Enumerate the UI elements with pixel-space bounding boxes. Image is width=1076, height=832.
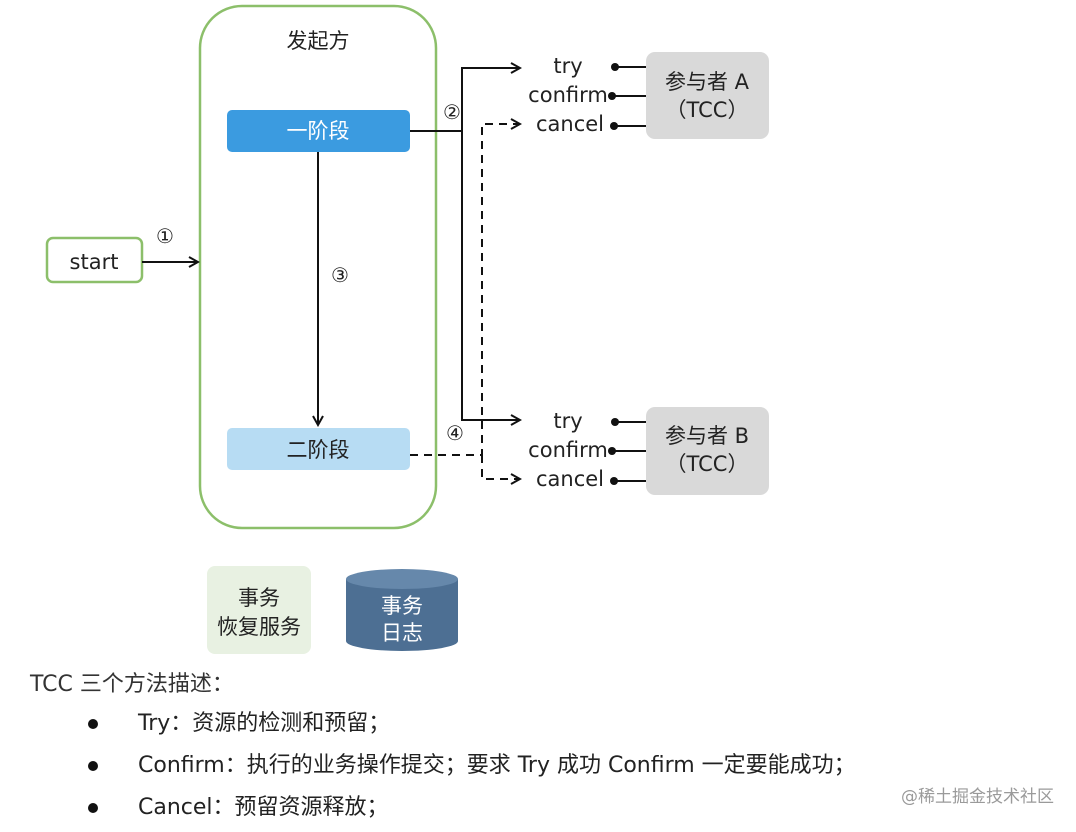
transaction-log-cylinder <box>346 569 458 651</box>
start-label: start <box>70 250 119 274</box>
participant-b-confirm-port <box>608 447 616 455</box>
participant-a-try: try <box>553 54 582 78</box>
step3-marker: ③ <box>331 263 349 287</box>
phase2-box <box>227 428 410 470</box>
phase2-label: 二阶段 <box>287 438 350 462</box>
phase1-box <box>227 110 410 152</box>
phase1-to-try-b-arrow <box>461 131 520 420</box>
list-item: Confirm：执行的业务操作提交；要求 Try 成功 Confirm 一定要能… <box>88 748 856 790</box>
bullet-icon <box>88 719 98 729</box>
participant-a-name: 参与者 A <box>665 70 750 94</box>
phase2-to-cancel-a-arrow <box>410 124 520 456</box>
step4-marker: ④ <box>446 421 464 445</box>
start-box <box>45 236 144 284</box>
initiator-label: 发起方 <box>287 29 350 53</box>
step1-marker: ① <box>156 224 174 248</box>
recovery-service-line1: 事务 <box>238 586 280 610</box>
recovery-service-line2: 恢复服务 <box>217 615 301 639</box>
participant-b-cancel: cancel <box>536 467 604 491</box>
methods-description-heading: TCC 三个方法描述： <box>30 672 234 697</box>
step2-marker: ② <box>443 100 461 124</box>
participant-a-confirm-port <box>608 92 616 100</box>
list-item: Try：资源的检测和预留； <box>88 706 856 748</box>
participant-a-cancel: cancel <box>536 112 604 136</box>
bullet-text: Cancel：预留资源释放； <box>138 795 389 820</box>
phase1-to-try-a-arrow <box>410 68 520 132</box>
watermark: @稀土掘金技术社区 <box>901 787 1054 807</box>
methods-list: Try：资源的检测和预留； Confirm：执行的业务操作提交；要求 Try 成… <box>88 706 856 832</box>
participant-a-confirm: confirm <box>528 83 608 107</box>
list-item: Cancel：预留资源释放； <box>88 790 856 832</box>
participant-b-name: 参与者 B <box>665 424 749 448</box>
participant-b-confirm: confirm <box>528 438 608 462</box>
bullet-text: Try：资源的检测和预留； <box>138 711 391 736</box>
participant-b-try: try <box>553 409 582 433</box>
participant-a-cancel-port <box>610 122 618 130</box>
participant-a-type: （TCC） <box>666 98 749 122</box>
participant-a-box <box>646 52 769 139</box>
participant-b-cancel-port <box>610 477 618 485</box>
transaction-log-line2: 日志 <box>381 621 423 645</box>
participant-a-try-port <box>611 63 619 71</box>
initiator-box <box>198 4 438 530</box>
bullet-text: Confirm：执行的业务操作提交；要求 Try 成功 Confirm 一定要能… <box>138 753 856 778</box>
phase1-label: 一阶段 <box>287 119 350 143</box>
bullet-icon <box>88 761 98 771</box>
transaction-log-line1: 事务 <box>381 594 423 618</box>
participant-b-try-port <box>611 418 619 426</box>
recovery-service-box <box>207 566 311 654</box>
phase2-to-cancel-b-arrow <box>481 455 520 479</box>
participant-b-type: （TCC） <box>666 452 749 476</box>
bullet-icon <box>88 803 98 813</box>
participant-b-box <box>646 407 769 495</box>
